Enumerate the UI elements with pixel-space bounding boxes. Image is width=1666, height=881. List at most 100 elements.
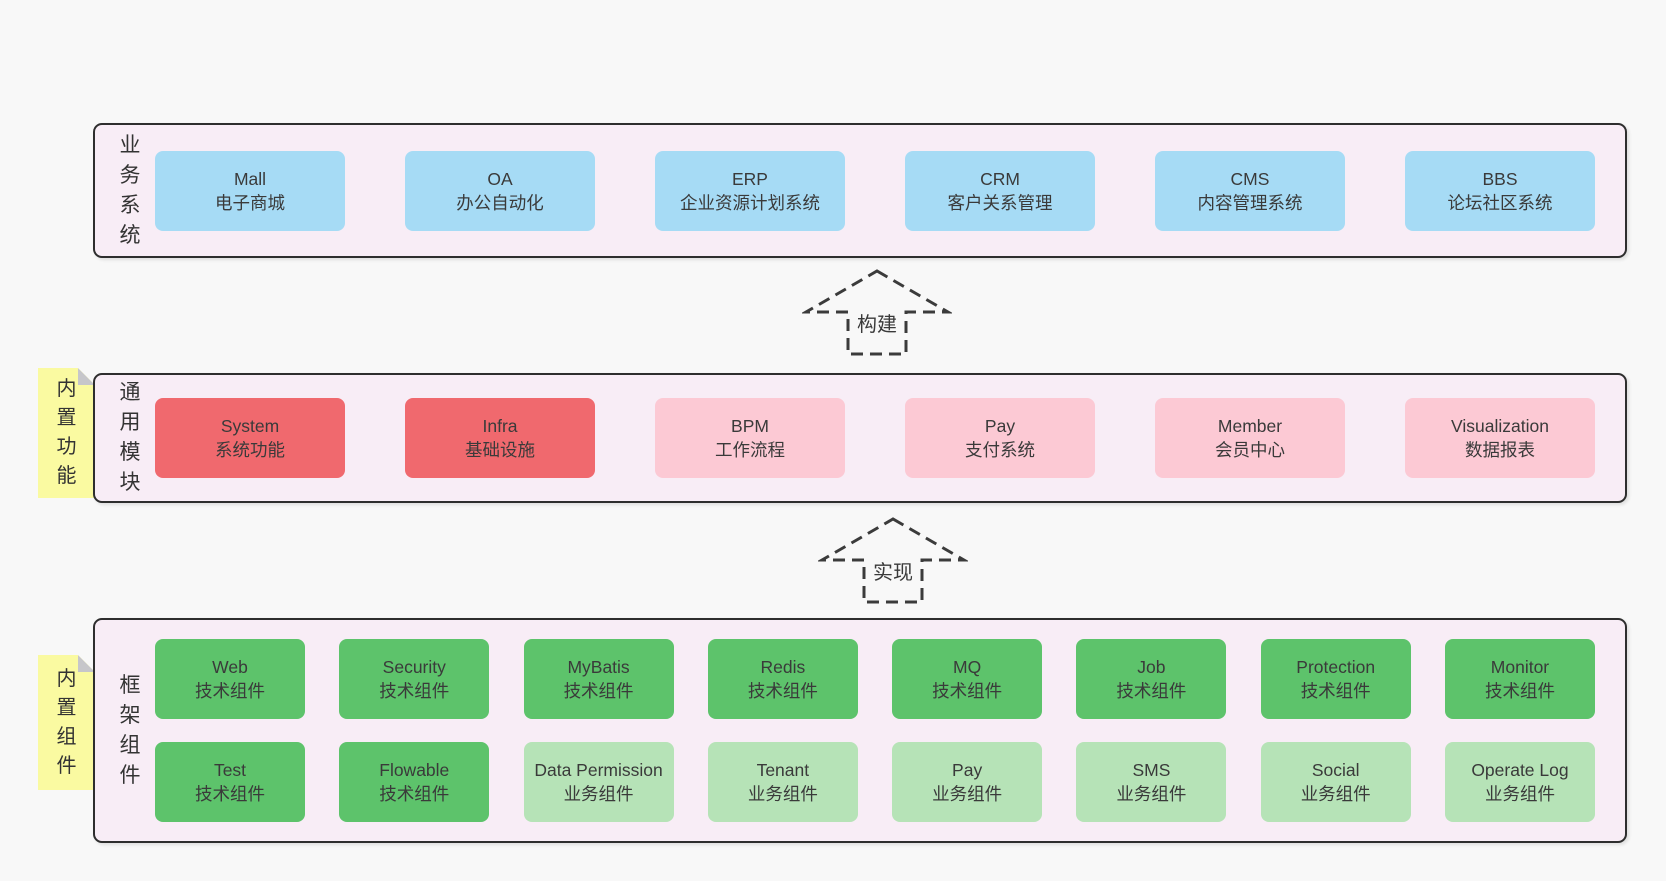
card-bbs: BBS 论坛社区系统 [1405, 150, 1595, 231]
card-subtitle: 办公自动化 [456, 192, 544, 213]
card-pay-component: Pay 业务组件 [892, 742, 1043, 822]
component-row-1: Web 技术组件 Security 技术组件 MyBatis 技术组件 Redi… [155, 639, 1595, 719]
card-title: Flowable [379, 760, 450, 780]
card-web: Web 技术组件 [155, 639, 305, 719]
card-subtitle: 技术组件 [195, 681, 265, 701]
module-cards-row: System 系统功能 Infra 基础设施 BPM 工作流程 Pay 支付系统… [153, 398, 1625, 478]
card-subtitle: 技术组件 [379, 784, 450, 804]
panel-modules-label: 通用模块 [119, 381, 141, 494]
component-cards-grid: Web 技术组件 Security 技术组件 MyBatis 技术组件 Redi… [153, 639, 1625, 822]
card-sms: SMS 业务组件 [1076, 742, 1227, 822]
card-subtitle: 基础设施 [465, 440, 535, 460]
card-subtitle: 论坛社区系统 [1447, 192, 1553, 213]
card-title: Redis [760, 657, 806, 677]
sticky-built-in-components: 内置组件 [38, 655, 95, 790]
card-title: CRM [980, 168, 1020, 189]
arrow-build-label: 构建 [854, 313, 900, 337]
card-title: SMS [1132, 760, 1171, 780]
card-title: Operate Log [1471, 760, 1569, 780]
card-flowable: Flowable 技术组件 [339, 742, 490, 822]
card-infra: Infra 基础设施 [405, 398, 595, 478]
card-mybatis: MyBatis 技术组件 [523, 639, 674, 719]
card-member: Member 会员中心 [1155, 398, 1345, 478]
card-subtitle: 电子商城 [215, 192, 285, 213]
card-mall: Mall 电子商城 [155, 150, 345, 231]
card-bpm: BPM 工作流程 [655, 398, 845, 478]
card-subtitle: 技术组件 [932, 681, 1003, 701]
arrow-implement-label: 实现 [870, 561, 916, 585]
card-subtitle: 技术组件 [195, 784, 265, 804]
card-system: System 系统功能 [155, 398, 345, 478]
card-protection: Protection 技术组件 [1260, 639, 1411, 719]
card-tenant: Tenant 业务组件 [707, 742, 858, 822]
component-row-2: Test 技术组件 Flowable 技术组件 Data Permission … [155, 742, 1595, 822]
card-title: Infra [482, 416, 518, 436]
card-subtitle: 技术组件 [1116, 681, 1187, 701]
card-title: Web [212, 657, 248, 677]
card-title: Test [213, 760, 247, 780]
sticky-label: 内置功能 [56, 378, 77, 487]
card-title: Social [1311, 760, 1360, 780]
card-title: Tenant [756, 760, 810, 780]
sticky-built-in-functions: 内置功能 [38, 368, 95, 498]
panel-common-modules: 通用模块 System 系统功能 Infra 基础设施 BPM 工作流程 Pay… [93, 373, 1627, 503]
card-monitor: Monitor 技术组件 [1444, 639, 1595, 719]
card-subtitle: 业务组件 [1300, 784, 1371, 804]
card-redis: Redis 技术组件 [707, 639, 858, 719]
card-title: Data Permission [534, 760, 663, 780]
card-title: Monitor [1490, 657, 1550, 677]
card-subtitle: 系统功能 [215, 440, 285, 460]
panel-business-label: 业务系统 [119, 133, 141, 247]
card-title: Visualization [1451, 416, 1549, 436]
card-oa: OA 办公自动化 [405, 150, 595, 231]
card-title: BPM [731, 416, 769, 436]
card-subtitle: 业务组件 [1484, 784, 1555, 804]
card-title: Security [382, 657, 446, 677]
card-title: CMS [1230, 168, 1270, 189]
panel-label-column: 通用模块 [107, 378, 153, 498]
card-pay-module: Pay 支付系统 [905, 398, 1095, 478]
card-subtitle: 工作流程 [715, 440, 785, 460]
card-title: Pay [952, 760, 983, 780]
card-title: OA [487, 168, 513, 189]
card-title: Mall [233, 168, 267, 189]
sticky-label: 内置组件 [56, 667, 77, 777]
card-job: Job 技术组件 [1076, 639, 1227, 719]
card-security: Security 技术组件 [339, 639, 490, 719]
card-subtitle: 数据报表 [1465, 440, 1535, 460]
card-test: Test 技术组件 [155, 742, 305, 822]
card-subtitle: 技术组件 [379, 681, 450, 701]
up-arrow-icon [818, 517, 968, 604]
card-visualization: Visualization 数据报表 [1405, 398, 1595, 478]
panel-components-label: 框架组件 [119, 673, 141, 787]
card-subtitle: 技术组件 [747, 681, 818, 701]
card-operate-log: Operate Log 业务组件 [1444, 742, 1595, 822]
card-subtitle: 技术组件 [1300, 681, 1371, 701]
panel-framework-components: 框架组件 Web 技术组件 Security 技术组件 MyBatis 技术组件… [93, 618, 1627, 843]
arrow-up-build: 构建 [802, 268, 952, 358]
card-subtitle: 客户关系管理 [947, 192, 1053, 213]
card-title: Member [1217, 416, 1283, 436]
card-subtitle: 业务组件 [563, 784, 634, 804]
up-arrow-icon [802, 269, 952, 356]
card-title: MyBatis [567, 657, 630, 677]
arrow-up-implement: 实现 [818, 516, 968, 606]
card-subtitle: 技术组件 [1484, 681, 1555, 701]
card-title: Job [1137, 657, 1166, 677]
card-title: System [220, 416, 280, 436]
card-cms: CMS 内容管理系统 [1155, 150, 1345, 231]
card-title: BBS [1482, 168, 1518, 189]
card-mq: MQ 技术组件 [892, 639, 1043, 719]
business-cards-row: Mall 电子商城 OA 办公自动化 ERP 企业资源计划系统 CRM 客户关系… [153, 150, 1625, 231]
card-crm: CRM 客户关系管理 [905, 150, 1095, 231]
panel-label-column: 业务系统 [107, 131, 153, 251]
card-subtitle: 支付系统 [965, 440, 1035, 460]
card-title: ERP [732, 168, 768, 189]
card-subtitle: 业务组件 [747, 784, 818, 804]
card-subtitle: 技术组件 [563, 681, 634, 701]
card-erp: ERP 企业资源计划系统 [655, 150, 845, 231]
card-title: MQ [953, 657, 982, 677]
panel-business-systems: 业务系统 Mall 电子商城 OA 办公自动化 ERP 企业资源计划系统 CRM… [93, 123, 1627, 258]
card-subtitle: 业务组件 [932, 784, 1003, 804]
